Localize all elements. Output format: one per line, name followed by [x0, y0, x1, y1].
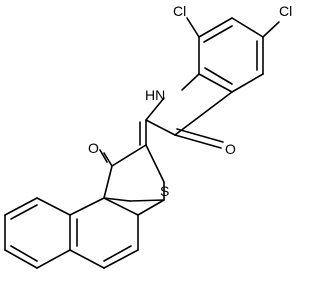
oxygen-label-indoxyl: O — [225, 141, 236, 157]
chlorine-label-right: Cl — [279, 3, 292, 19]
oxygen-label-naphtho: O — [88, 140, 99, 156]
nh-label: HN — [145, 87, 165, 103]
atom-labels: Cl Cl HN O O S — [88, 3, 292, 199]
bond-lines — [4, 17, 280, 269]
sulfur-label: S — [160, 183, 169, 199]
chlorine-label-left: Cl — [173, 3, 186, 19]
chemical-structure-diagram: Cl Cl HN O O S — [4, 3, 292, 269]
